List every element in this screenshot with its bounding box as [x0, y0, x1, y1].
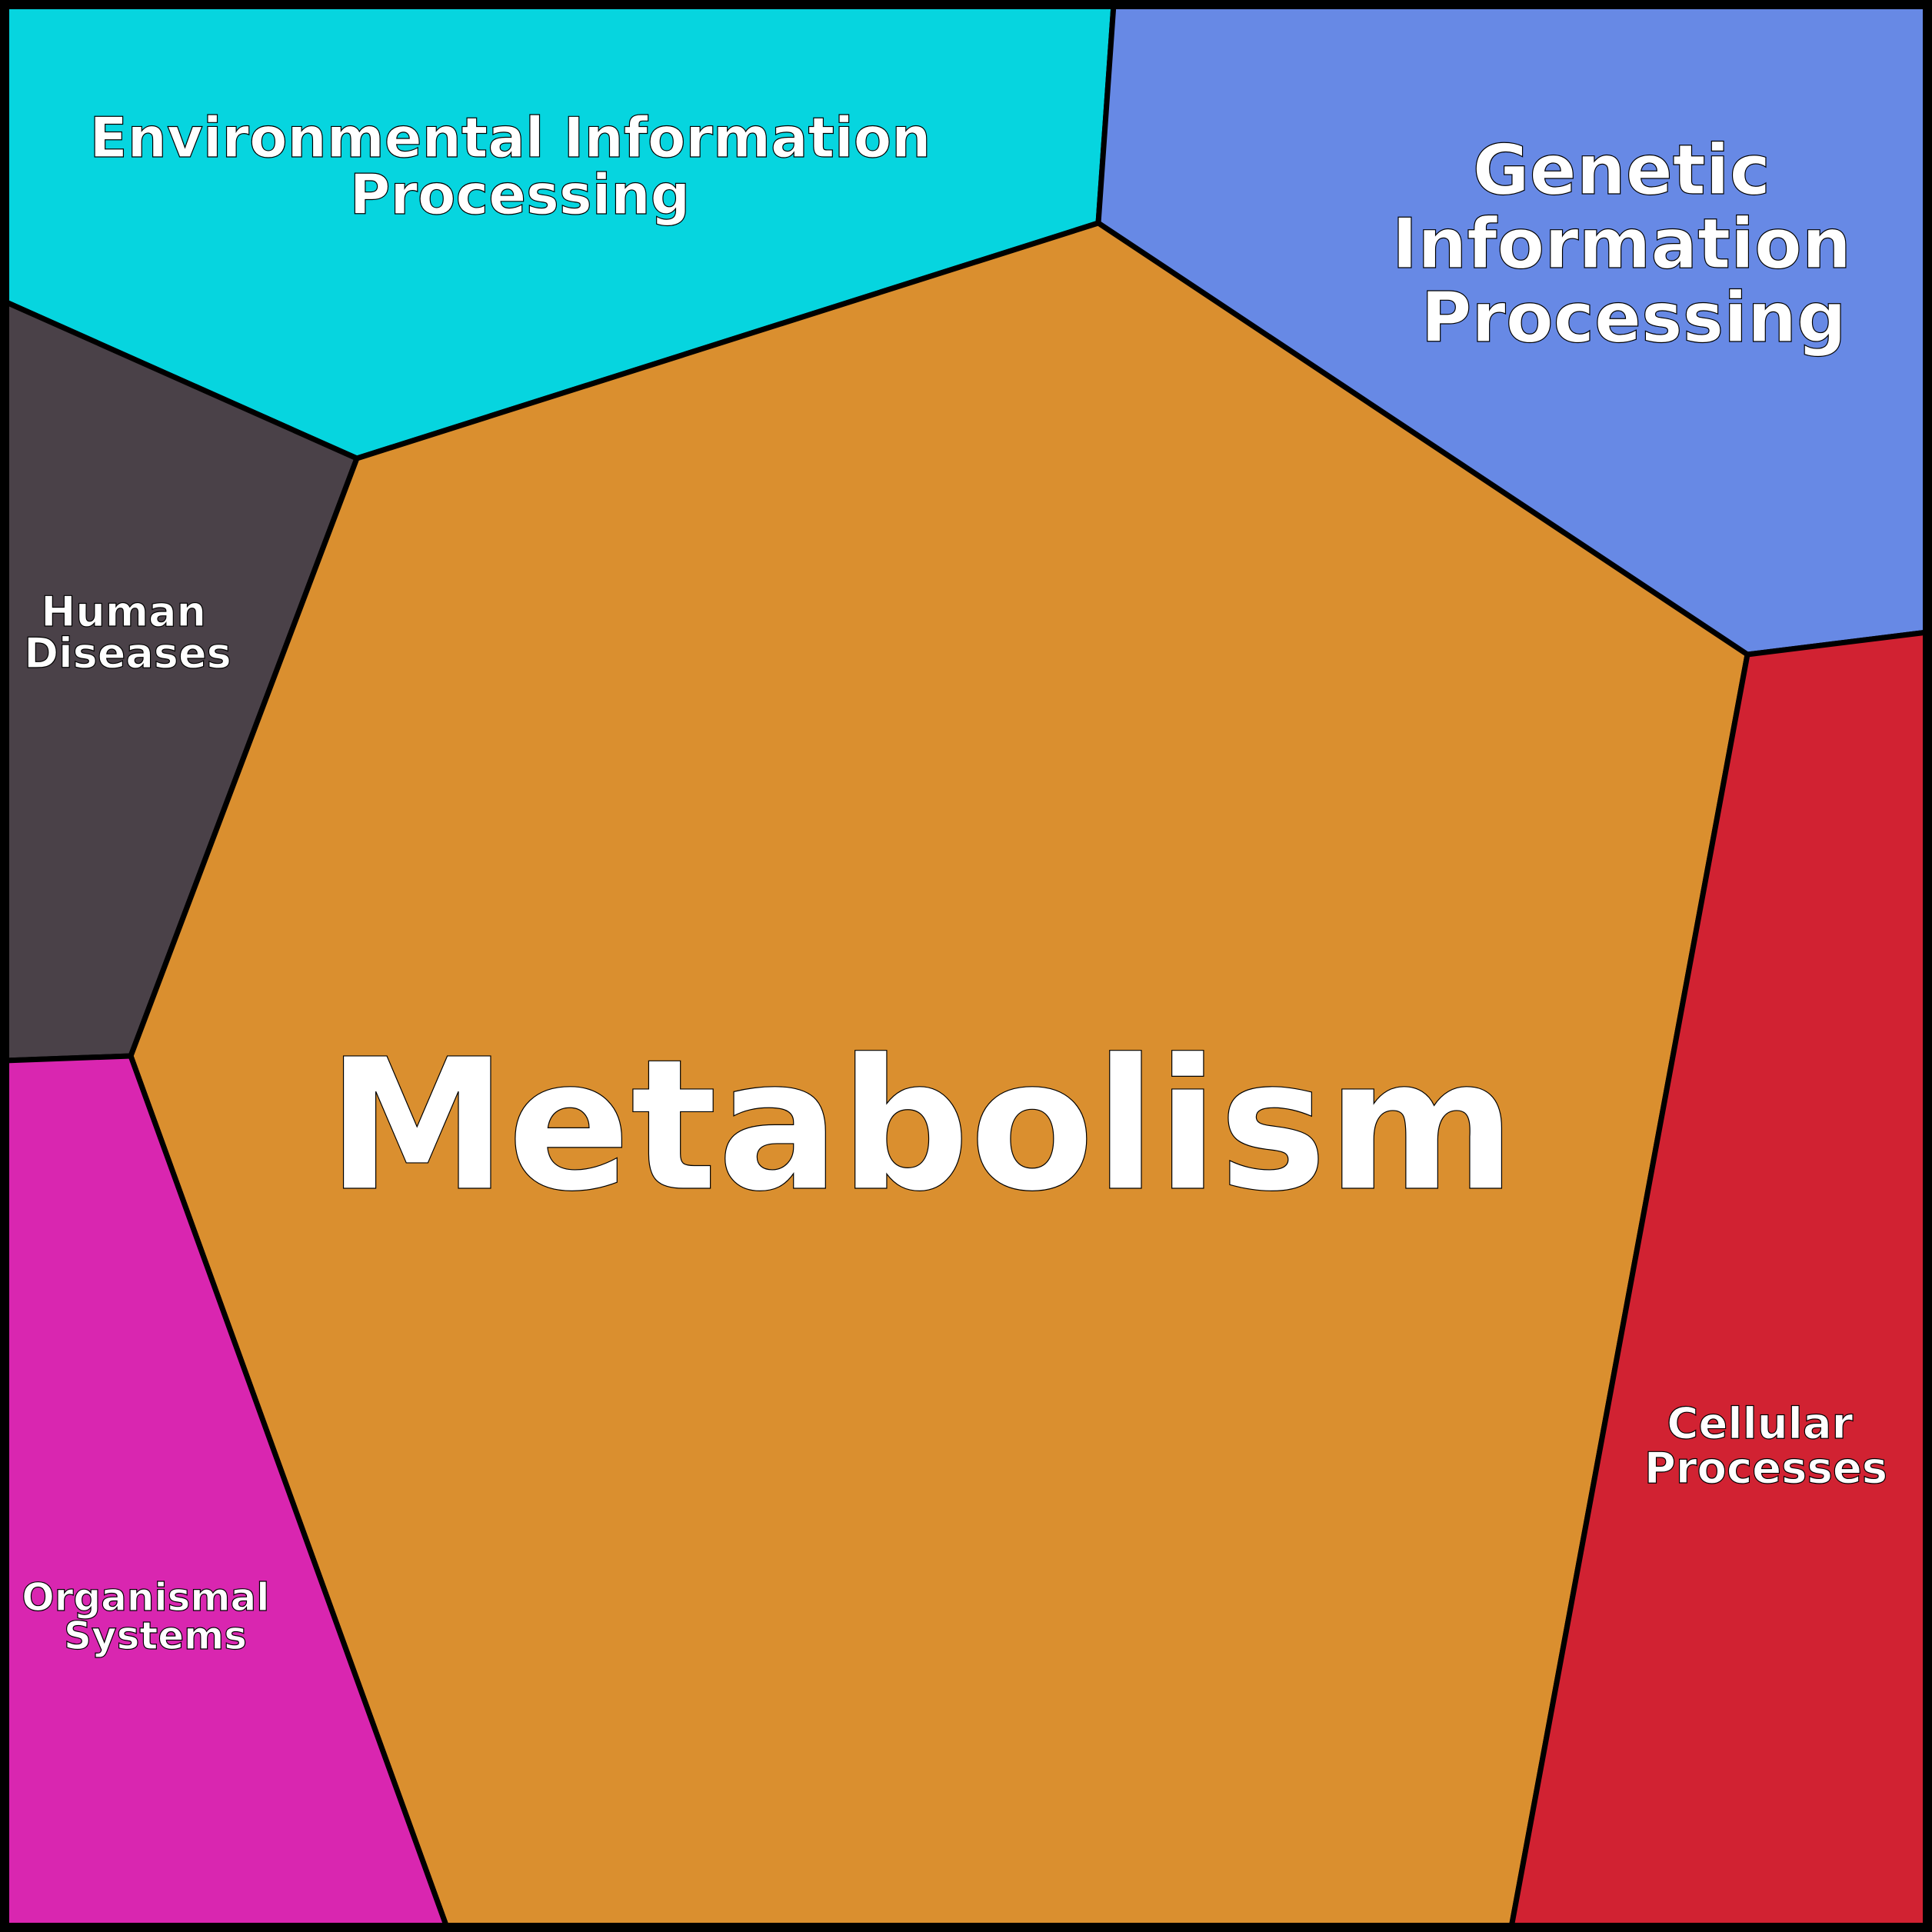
label-human-diseases: Human Diseases [24, 588, 231, 678]
label-metabolism: Metabolism [327, 1020, 1516, 1231]
label-cellular-processes: Cellular Processes [1644, 1399, 1887, 1494]
label-genetic-information-processing: Genetic Information Processing [1392, 130, 1876, 358]
label-environmental-information-processing: Environmental Information Processing [90, 105, 951, 227]
label-organismal-systems: Organismal Systems [22, 1575, 283, 1658]
